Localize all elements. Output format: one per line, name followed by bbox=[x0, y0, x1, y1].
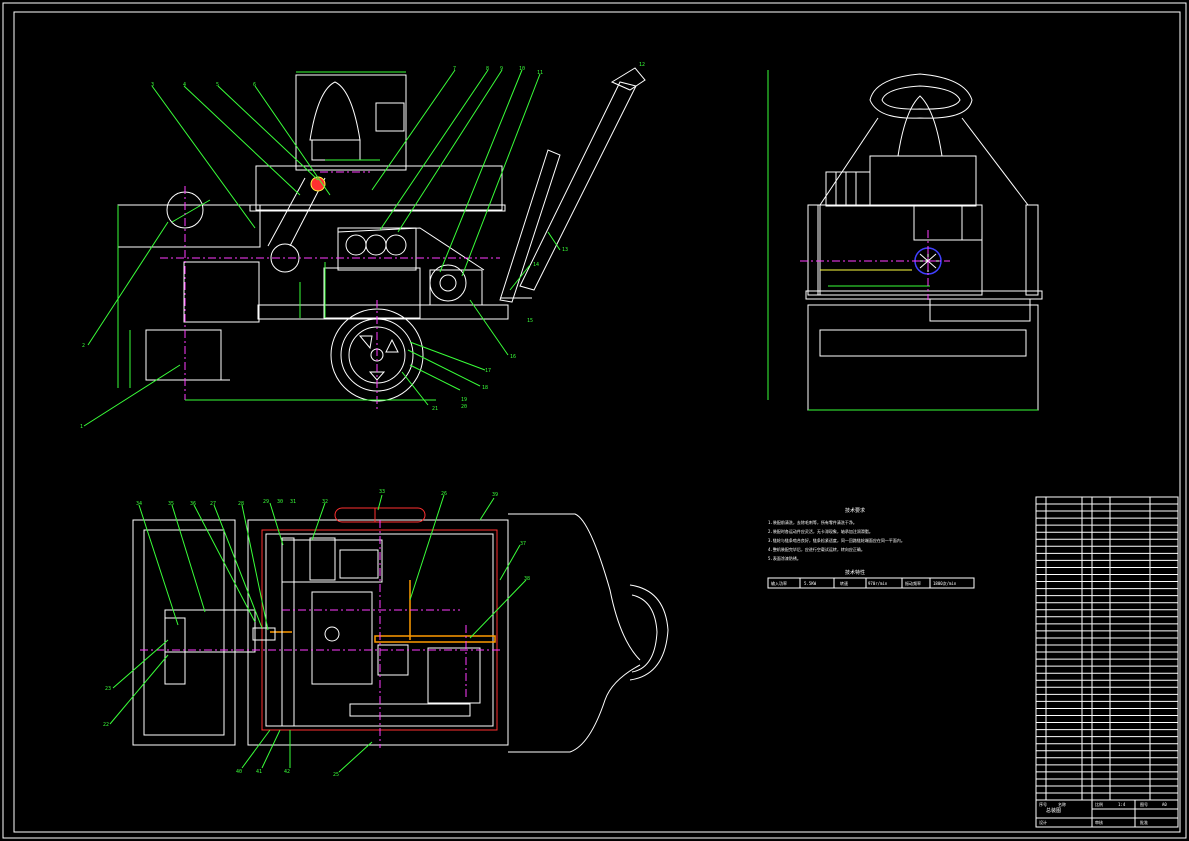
label-39: 39 bbox=[492, 492, 498, 498]
front-view bbox=[767, 70, 1043, 411]
label-15: 15 bbox=[527, 318, 533, 324]
label-36: 36 bbox=[190, 501, 196, 507]
tech-req-title: 技术要求 bbox=[845, 507, 865, 514]
title-cell-no: 序号 bbox=[1039, 801, 1047, 807]
label-26: 26 bbox=[441, 491, 447, 497]
label-22: 22 bbox=[103, 722, 109, 728]
label-28: 28 bbox=[238, 501, 244, 507]
title-cell-review: 审核 bbox=[1095, 819, 1103, 825]
label-17: 17 bbox=[485, 368, 491, 374]
title-block-name: 总装图 bbox=[1046, 807, 1061, 814]
label-19: 19 bbox=[461, 397, 467, 403]
label-42: 42 bbox=[284, 769, 290, 775]
label-29: 29 bbox=[263, 499, 269, 505]
label-16: 16 bbox=[510, 354, 516, 360]
label-14: 14 bbox=[533, 262, 539, 268]
label-4: 4 bbox=[183, 82, 186, 88]
title-cell-name: 名称 bbox=[1058, 801, 1066, 807]
label-23: 23 bbox=[105, 686, 111, 692]
tech-spec-cell-6: 1800次/min bbox=[933, 580, 957, 586]
top-view: 34 35 36 27 28 29 30 31 32 33 26 39 37 3… bbox=[103, 489, 669, 778]
title-cell-scale: 比例 bbox=[1095, 801, 1103, 807]
label-33: 33 bbox=[379, 489, 385, 495]
tech-req-line-1: 1.装配前清洗，去除毛刺等，所有零件清洗干净。 bbox=[768, 519, 857, 525]
technical-requirements: 技术要求 1.装配前清洗，去除毛刺等，所有零件清洗干净。 2.装配时各运动件应灵… bbox=[767, 507, 975, 589]
tech-req-line-2: 2.装配时各运动件应灵活，无卡滞现象，轴承加注润滑脂。 bbox=[768, 528, 873, 534]
label-32: 32 bbox=[322, 499, 328, 505]
tech-spec-cell-2: 5.5KW bbox=[804, 581, 817, 586]
tech-req-line-5: 5.表面涂漆防锈。 bbox=[768, 555, 801, 561]
label-38: 38 bbox=[524, 576, 530, 582]
side-view: 3 4 5 6 7 8 9 10 11 12 13 14 15 16 17 18… bbox=[80, 62, 646, 430]
parts-list-table bbox=[1035, 496, 1179, 828]
label-34: 34 bbox=[136, 501, 142, 507]
label-1: 1 bbox=[80, 424, 83, 430]
label-11: 11 bbox=[537, 70, 543, 76]
label-20: 20 bbox=[461, 404, 467, 410]
label-35: 35 bbox=[168, 501, 174, 507]
label-31: 31 bbox=[290, 499, 296, 505]
tech-spec-cell-1: 输入功率 bbox=[771, 580, 787, 586]
title-block: 总装图 序号 名称 比例 1:4 图号 A0 设计 审核 批准 bbox=[1035, 799, 1179, 828]
title-cell-designer: 设计 bbox=[1039, 819, 1047, 825]
label-7: 7 bbox=[453, 66, 456, 72]
label-25: 25 bbox=[333, 772, 339, 778]
tech-spec-cell-5: 振动频率 bbox=[905, 580, 921, 586]
label-18: 18 bbox=[482, 385, 488, 391]
label-12: 12 bbox=[639, 62, 645, 68]
label-13: 13 bbox=[562, 247, 568, 253]
label-9: 9 bbox=[500, 66, 503, 72]
tech-req-line-3: 3.链轮与链条啮合良好，链条松紧适度，同一回路链轮端面应在同一平面内。 bbox=[768, 537, 905, 543]
label-41: 41 bbox=[256, 769, 262, 775]
tech-spec-cell-4: 970r/min bbox=[868, 581, 888, 586]
label-40: 40 bbox=[236, 769, 242, 775]
title-cell-scale-value: 1:4 bbox=[1118, 802, 1126, 807]
label-6: 6 bbox=[253, 82, 256, 88]
tech-spec-cell-3: 转速 bbox=[840, 580, 848, 586]
label-2: 2 bbox=[82, 343, 85, 349]
label-8: 8 bbox=[486, 66, 489, 72]
label-37: 37 bbox=[520, 541, 526, 547]
label-30: 30 bbox=[277, 499, 283, 505]
title-cell-approve: 批准 bbox=[1140, 819, 1148, 825]
tech-spec-title: 技术特性 bbox=[845, 569, 865, 576]
label-3: 3 bbox=[151, 82, 154, 88]
label-10: 10 bbox=[519, 66, 525, 72]
sheet-inner-border bbox=[13, 11, 1181, 833]
label-27: 27 bbox=[210, 501, 216, 507]
label-21: 21 bbox=[432, 406, 438, 412]
title-cell-drawing-no: 图号 bbox=[1140, 801, 1148, 807]
tech-req-line-4: 4.整机装配完毕后，应进行空载试运转，转向应正确。 bbox=[768, 546, 865, 552]
title-cell-size: A0 bbox=[1162, 802, 1167, 807]
label-5: 5 bbox=[216, 82, 219, 88]
